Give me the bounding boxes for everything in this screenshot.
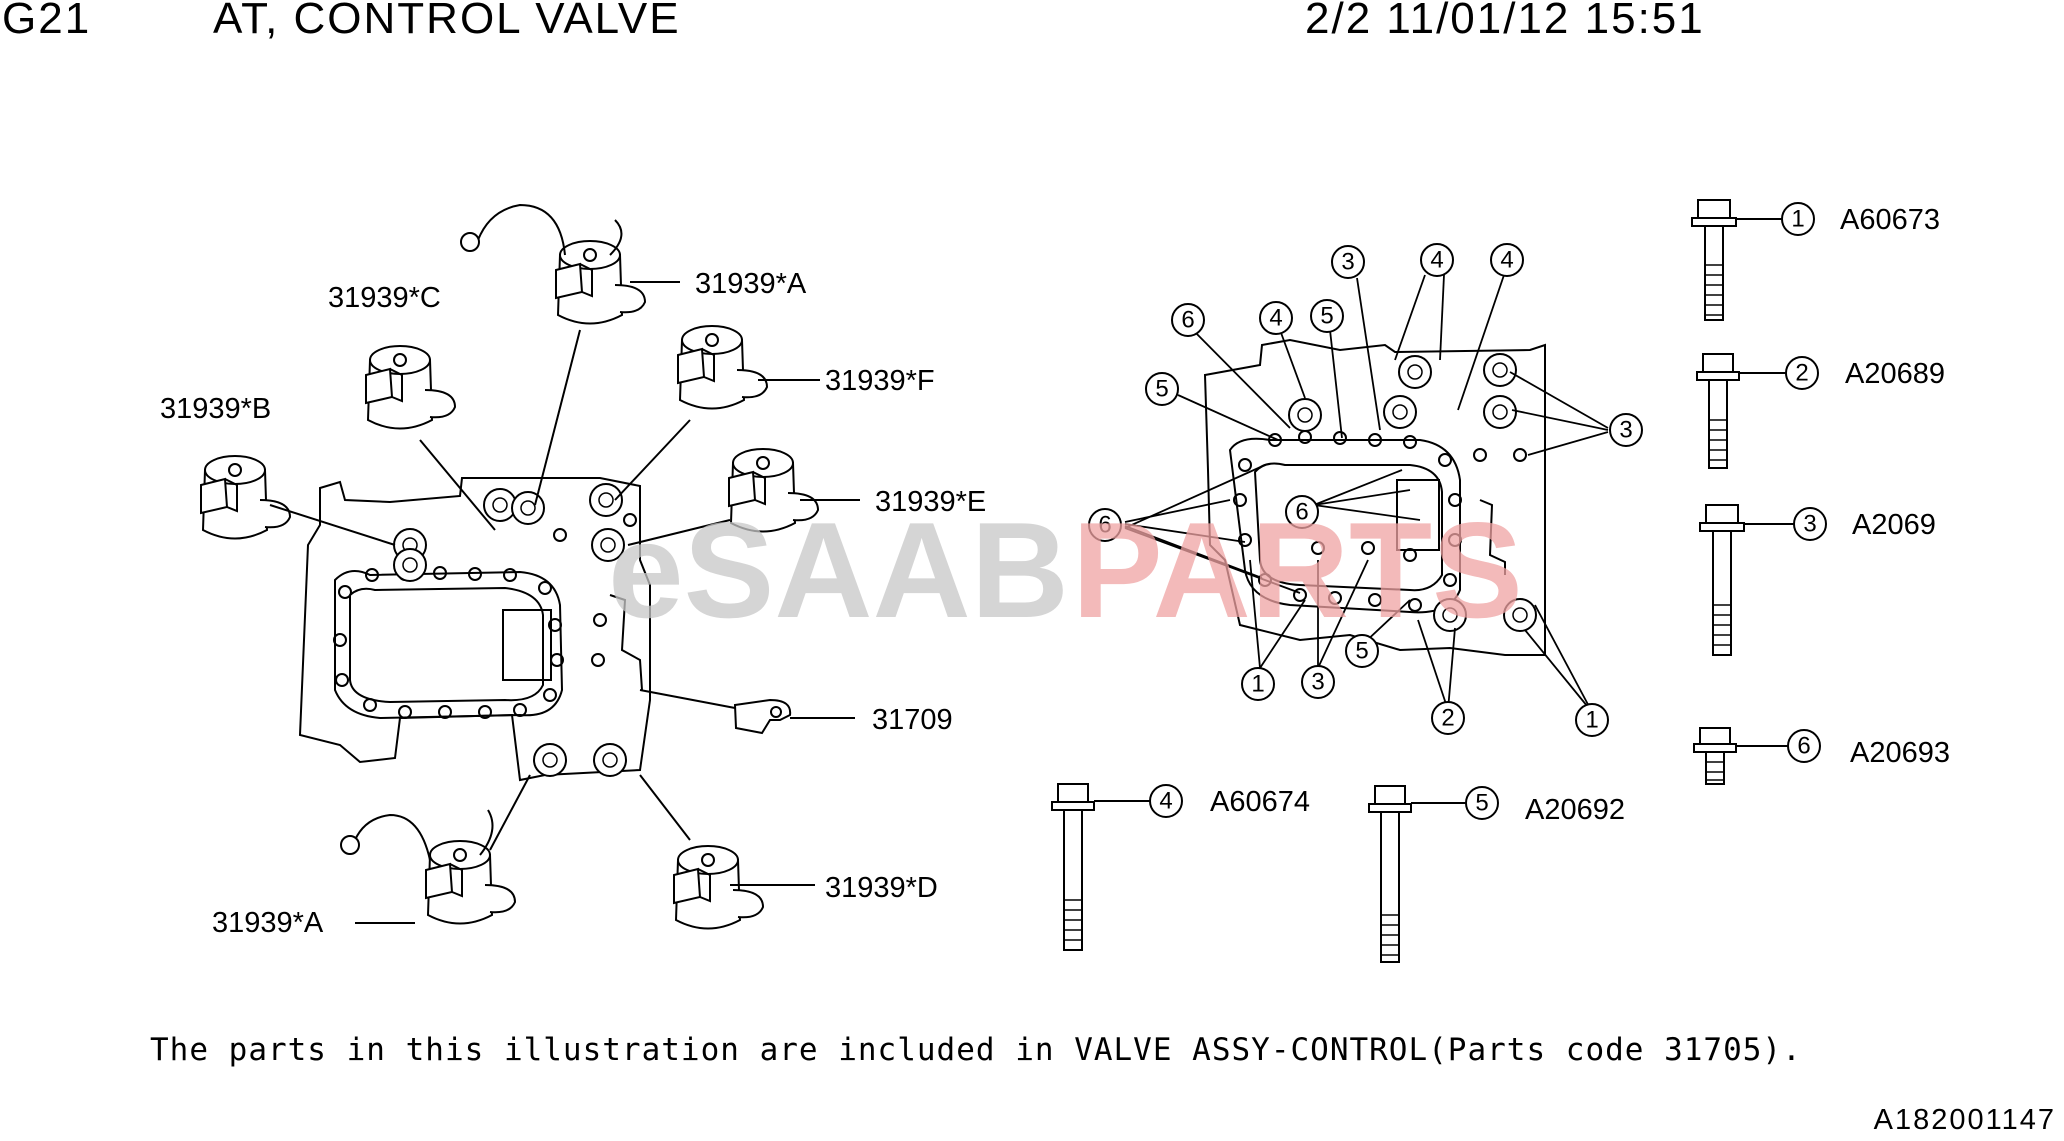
legend-code-a60673: A60673 [1840,204,1940,236]
legend-code-a20689: A20689 [1845,358,1945,390]
callout-4-a: 4 [1269,305,1282,332]
bolt-4 [1051,783,1095,951]
bolt-1 [1691,199,1737,321]
callout-6-c: 6 [1295,499,1308,526]
valve-plate-31709 [733,698,792,735]
legend-code-a2069: A2069 [1852,509,1936,541]
callout-2: 2 [1441,705,1454,732]
solenoid-d [673,845,764,930]
bolt-6 [1693,727,1737,785]
solenoid-c [365,345,456,430]
watermark-part2: PARTS [1072,494,1523,646]
callout-5-b: 5 [1155,376,1168,403]
callout-6-b: 6 [1098,512,1111,539]
header-page-date: 2/2 11/01/12 15:51 [1305,0,1705,43]
left-valve-body [298,477,651,782]
legend-code-a60674: A60674 [1210,786,1310,818]
solenoid-a-top-wire [460,203,623,256]
label-31939d: 31939*D [825,872,938,904]
bolt-2 [1696,353,1740,469]
reference-code: A182001147 [1873,1104,2056,1136]
callout-3-c: 3 [1311,669,1324,696]
header-code: G21 [2,0,92,43]
left-leader-lines [269,281,860,924]
legend-num-2: 2 [1795,360,1808,387]
legend-num-3: 3 [1803,511,1816,538]
callout-6-a: 6 [1181,307,1194,334]
callout-1-b: 1 [1585,707,1598,734]
label-31939f: 31939*F [825,365,935,397]
label-31939a-top: 31939*A [695,268,807,300]
bolt-legend-circles [1149,202,1827,820]
solenoid-a-bottom [425,840,516,925]
callout-3-a: 3 [1341,249,1354,276]
legend-num-4: 4 [1159,788,1172,815]
callout-5-a: 5 [1320,303,1333,330]
label-31709: 31709 [872,704,953,736]
bolt-5 [1368,785,1412,963]
callout-circles [1088,243,1643,737]
callout-numbers: 6 4 5 3 4 4 5 3 6 6 5 1 3 2 1 [1098,247,1632,734]
label-31939c: 31939*C [328,282,441,314]
callout-3-b: 3 [1619,417,1632,444]
legend-num-1: 1 [1791,206,1804,233]
legend-code-a20692: A20692 [1525,794,1625,826]
header-title: AT, CONTROL VALVE [213,0,681,43]
footnote: The parts in this illustration are inclu… [150,1032,1802,1068]
bolt-legend-lines [1094,218,1794,804]
callout-1-a: 1 [1251,671,1264,698]
legend-code-a20693: A20693 [1850,737,1950,769]
legend-num-5: 5 [1475,790,1488,817]
callout-5-c: 5 [1355,638,1368,665]
solenoid-f [677,325,768,410]
callout-4-c: 4 [1500,247,1513,274]
label-31939b: 31939*B [160,393,271,425]
solenoid-b [200,455,291,540]
watermark-logo: eSAAB PARTS [608,494,1523,646]
bolt-3 [1699,504,1745,656]
label-31939e: 31939*E [875,486,986,518]
callout-4-b: 4 [1430,247,1443,274]
solenoid-a-bottom-wire [340,809,494,861]
label-31939a-bottom: 31939*A [212,907,324,939]
right-leader-lines [1124,274,1609,713]
watermark-part1: eSAAB [608,494,1069,646]
legend-num-6: 6 [1797,733,1810,760]
